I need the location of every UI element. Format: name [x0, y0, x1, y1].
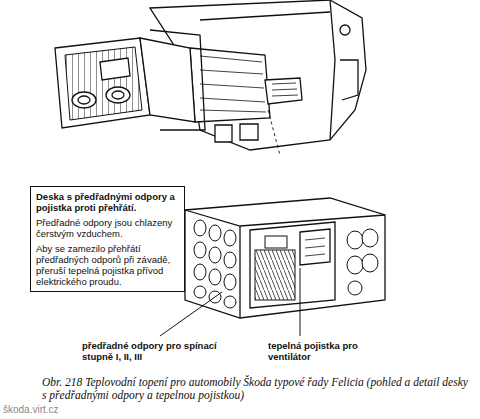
figure-caption: Obr. 218 Teplovodní topení pro automobil… [42, 376, 472, 402]
watermark: škoda.virt.cz [3, 404, 113, 415]
callout-heading: Deska s předřadnými odpory a pojistka pr… [36, 191, 179, 213]
part-label: předřadné odpory pro spínací stupně I, I… [82, 340, 222, 362]
callout-text: Předřadné odpory jsou chlazeny čerstvým … [36, 217, 179, 239]
part-label: tepelná pojistka pro ventilátor [268, 340, 368, 362]
heater-unit [55, 0, 366, 155]
resistor-board-detail [160, 198, 385, 336]
callout-text: Aby se zamezilo přehřátí předřadných odp… [36, 243, 179, 287]
callout-box: Deska s předřadnými odpory a pojistka pr… [30, 186, 185, 292]
